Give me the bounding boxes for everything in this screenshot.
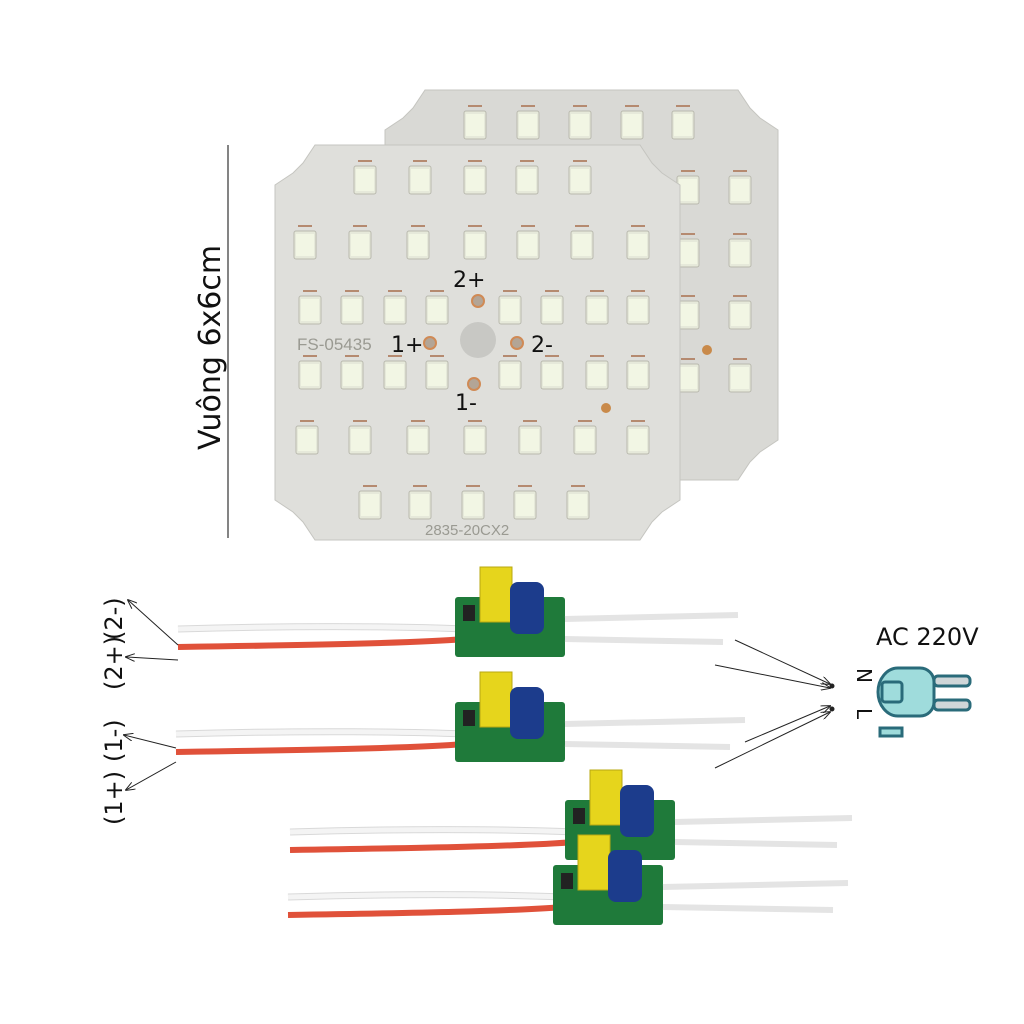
led-chip bbox=[731, 304, 749, 326]
led-chip bbox=[428, 364, 446, 386]
led-chip bbox=[629, 429, 647, 451]
pad-label-1plus: 1+ bbox=[391, 333, 423, 358]
led-chip bbox=[629, 364, 647, 386]
live-label: L bbox=[852, 708, 876, 720]
led-chip bbox=[296, 234, 314, 256]
led-chip bbox=[543, 364, 561, 386]
led-chip bbox=[516, 494, 534, 516]
led-chip bbox=[386, 299, 404, 321]
led-chip bbox=[409, 429, 427, 451]
led-chip bbox=[679, 242, 697, 264]
board-model-code: FS-05435 bbox=[297, 335, 372, 354]
led-chip bbox=[466, 169, 484, 191]
led-driver bbox=[177, 566, 739, 657]
led-chip bbox=[343, 299, 361, 321]
led-chip bbox=[298, 429, 316, 451]
led-chip bbox=[343, 364, 361, 386]
neutral-label: N bbox=[852, 668, 876, 683]
led-chip bbox=[571, 114, 589, 136]
power-label: AC 220V bbox=[876, 623, 979, 651]
annotation-arrows bbox=[124, 600, 830, 790]
led-drivers bbox=[175, 566, 853, 925]
led-driver bbox=[287, 834, 849, 925]
led-chip bbox=[518, 169, 536, 191]
wire-label-1plus: (1+) bbox=[100, 771, 128, 825]
led-chip bbox=[674, 114, 692, 136]
led-chip bbox=[351, 234, 369, 256]
led-chip bbox=[464, 494, 482, 516]
board-led-code: 2835-20CX2 bbox=[425, 522, 509, 539]
led-chip bbox=[571, 169, 589, 191]
led-chip bbox=[588, 364, 606, 386]
led-chip bbox=[351, 429, 369, 451]
led-chip bbox=[731, 367, 749, 389]
led-chip bbox=[573, 234, 591, 256]
led-chip bbox=[629, 234, 647, 256]
pad-label-2plus: 2+ bbox=[453, 268, 485, 293]
pad-2minus bbox=[510, 336, 524, 350]
led-chip bbox=[629, 299, 647, 321]
led-chip bbox=[519, 234, 537, 256]
wire-label-2plus: (2+) bbox=[100, 636, 128, 690]
pad-label-2minus: 2- bbox=[531, 333, 553, 358]
led-chip bbox=[428, 299, 446, 321]
led-chip bbox=[356, 169, 374, 191]
led-chip bbox=[466, 114, 484, 136]
led-chip bbox=[501, 364, 519, 386]
pad-label-1minus: 1- bbox=[455, 391, 477, 416]
led-chip bbox=[679, 179, 697, 201]
led-chip bbox=[411, 494, 429, 516]
led-chip bbox=[543, 299, 561, 321]
wire-label-1minus: (1-) bbox=[100, 719, 128, 762]
led-chip bbox=[588, 299, 606, 321]
led-chip bbox=[576, 429, 594, 451]
led-chip bbox=[731, 242, 749, 264]
led-chip bbox=[301, 299, 319, 321]
led-chip bbox=[519, 114, 537, 136]
led-chip bbox=[623, 114, 641, 136]
led-chip bbox=[569, 494, 587, 516]
power-plug-icon bbox=[876, 666, 972, 738]
pad-1minus bbox=[467, 377, 481, 391]
led-chip bbox=[679, 304, 697, 326]
led-chip bbox=[411, 169, 429, 191]
led-chip bbox=[386, 364, 404, 386]
led-chip bbox=[679, 367, 697, 389]
led-chip bbox=[409, 234, 427, 256]
pad-1plus bbox=[423, 336, 437, 350]
led-driver bbox=[175, 671, 746, 762]
led-chip bbox=[521, 429, 539, 451]
center-hole bbox=[460, 322, 496, 358]
size-label: Vuông 6x6cm bbox=[193, 245, 228, 450]
led-chip bbox=[466, 234, 484, 256]
led-chip bbox=[466, 429, 484, 451]
led-chip bbox=[501, 299, 519, 321]
pad-2plus bbox=[471, 294, 485, 308]
led-chip bbox=[361, 494, 379, 516]
led-chip bbox=[301, 364, 319, 386]
led-board-front: FS-05435 2835-20CX2 2+ 1+ 2- 1- bbox=[274, 144, 681, 541]
led-chip bbox=[731, 179, 749, 201]
led-driver bbox=[289, 769, 853, 860]
wire-label-2minus: (2-) bbox=[100, 597, 128, 640]
